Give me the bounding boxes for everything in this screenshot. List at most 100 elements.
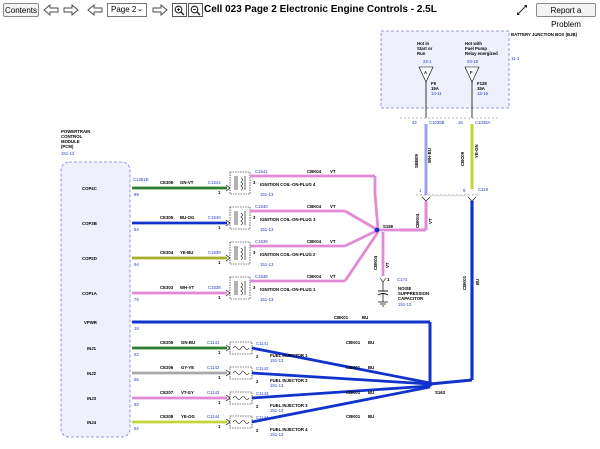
coil-box — [229, 276, 251, 300]
injector-wire-color: BU — [368, 365, 374, 370]
previous-page-icon[interactable] — [86, 2, 104, 18]
coil-connector: C1539 — [208, 250, 221, 255]
vpwr-wire-id: CBK01 — [334, 315, 349, 320]
injector-circuit-id: CE206 — [160, 365, 174, 370]
fuse-left-id: F9 — [431, 81, 437, 86]
pcm-pin-label: INJ1 — [87, 346, 97, 351]
injector-wire-id: CBK01 — [346, 365, 361, 370]
pcm-pin-number: 79 — [134, 297, 139, 302]
ignition-coil-4-circuit: CE306 GN-VT C1541 1 C1541 3 IGNITION COI… — [132, 169, 375, 197]
pcm-pin-label: COP1A — [82, 291, 97, 296]
capacitor-wire-circuit: CBK04 — [373, 255, 378, 270]
capacitor-connector: C174 — [397, 277, 408, 282]
next-page-icon[interactable] — [151, 2, 169, 18]
cbk01-bus-circuit: CBK01 — [462, 275, 467, 290]
injector-1-return — [251, 346, 431, 385]
zoom-in-icon[interactable] — [172, 3, 187, 17]
capacitor-symbol-icon — [377, 282, 389, 307]
fuse-left-letter: A — [424, 70, 427, 75]
fuel-injector-2-circuit: CE206 GY-YE C1142 1 C1142 2 FUEL INJECTO… — [132, 365, 431, 388]
report-problem-button[interactable]: Report a Problem — [536, 3, 596, 29]
injector-pin-out: 2 — [256, 404, 259, 409]
zoom-out-icon[interactable] — [188, 3, 203, 17]
pcm-ref: 151-12 — [61, 151, 75, 156]
fuse-right-pin: 23-19 — [467, 59, 479, 64]
injector-3-return — [251, 384, 431, 400]
coil-circuit-color: GN-VT — [180, 180, 194, 185]
coil-circuit-color: YE-BU — [180, 250, 193, 255]
injector-2-return — [251, 371, 431, 386]
coil-box — [229, 206, 251, 230]
pcm-title-3: MODULE — [61, 139, 80, 144]
page-select[interactable]: Page 2 ⌄ — [107, 3, 147, 17]
injector-symbol-icon — [232, 371, 250, 375]
pcm-pin-number: 54 — [134, 426, 139, 431]
injector-circuit-color: VT-GY — [181, 390, 194, 395]
c1035-left-pin: 42 — [412, 120, 417, 125]
ignition-coil-3-circuit: CE305 BU-OG C1540 1 C1540 3 IGNITION COI… — [132, 204, 345, 232]
coil-box — [229, 241, 251, 265]
injector-circuit-id: CE208 — [160, 414, 174, 419]
injector-pin-in: 1 — [218, 375, 221, 380]
coil-wire-color: VT — [330, 274, 336, 279]
coil-wire-color: VT — [330, 169, 336, 174]
pcm-pin-label: INJ2 — [87, 371, 97, 376]
coil-wire-id: CBK04 — [307, 204, 322, 209]
s163-to-bus — [429, 378, 473, 386]
injector-circuit-color: YE-OG — [181, 414, 196, 419]
coil-circuit-color: BU-OG — [180, 215, 195, 220]
c119-right-arrow — [467, 196, 477, 202]
coil-pin-out: 3 — [253, 250, 256, 255]
coil-name: IGNITION COIL-ON-PLUG 1 — [260, 287, 316, 292]
coil-circuit-id: CE303 — [160, 285, 174, 290]
coil-pin-out: 3 — [253, 180, 256, 185]
fuel-injector-1-circuit: CE205 GN-BU C1141 1 C1141 2 FUEL INJECTO… — [132, 340, 431, 385]
injector-symbol-icon — [232, 346, 250, 350]
injector-out-connector: C1141 — [256, 341, 269, 346]
pcm-pin-label: COP4C — [82, 186, 97, 191]
injector-name: FUEL INJECTOR 3 — [270, 403, 308, 408]
injector-pin-in: 1 — [218, 424, 221, 429]
capacitor-name-2: SUPPRESSION — [398, 291, 429, 296]
injector-wire-id: CBK01 — [346, 390, 361, 395]
coil-wire-color: VT — [330, 204, 336, 209]
fuse-left-desc-2: Start or — [417, 46, 433, 51]
coil-circuit-id: CE306 — [160, 180, 174, 185]
pcm-pin-label: VPWR — [84, 320, 98, 325]
contents-button[interactable]: Contents — [3, 3, 39, 17]
injector-circuit-color: GY-YE — [181, 365, 194, 370]
pcm-title-4: (PCM) — [61, 144, 74, 149]
cbk01-bus-color: BU — [475, 279, 480, 285]
c1035-right-pin: 16 — [458, 120, 463, 125]
coil-ref: 151-13 — [260, 297, 274, 302]
coil-pin-in: 1 — [218, 190, 221, 195]
fuse-left-amps: 15A — [431, 86, 439, 91]
coil-name: IGNITION COIL-ON-PLUG 4 — [260, 182, 316, 187]
pcm-pin-number: 89 — [134, 192, 139, 197]
coil-pin-in: 1 — [218, 295, 221, 300]
coil-pin-out: 3 — [253, 215, 256, 220]
pcm-pin-vpwr: VPWR 18 — [84, 320, 139, 331]
pcm-pin-inj1: INJ1 52 — [87, 346, 139, 357]
ignition-coil-2-circuit: CE304 YE-BU C1539 1 C1539 3 IGNITION COI… — [132, 239, 345, 267]
fuse-right-ref: 13-16 — [477, 91, 489, 96]
injector-pin-out: 2 — [256, 428, 259, 433]
injector-circuit-color: GN-BU — [181, 340, 195, 345]
pcm-pin-cop4c: COP4C 89 — [82, 186, 139, 197]
expand-icon[interactable] — [513, 2, 531, 18]
fuse-right-id: F128 — [477, 81, 487, 86]
page-select-value: Page 2 — [111, 5, 137, 14]
injector-out-connector: C1143 — [256, 391, 269, 396]
coil-symbol-icon — [234, 246, 246, 261]
c1035-left-conn: C1035B — [429, 120, 445, 125]
fuel-injector-3-circuit: CE207 VT-GY C1143 1 C1143 2 FUEL INJECTO… — [132, 384, 431, 413]
pcm-pin-inj3: INJ3 53 — [87, 396, 139, 407]
forward-arrow-icon[interactable] — [62, 2, 80, 18]
coil-out-connector: C1540 — [255, 204, 268, 209]
battery-junction-box: BATTERY JUNCTION BOX (BJB) 11-1 Hot in S… — [380, 30, 578, 109]
pcm-pin-inj4: INJ4 54 — [87, 420, 139, 431]
fuse-right-symbol — [464, 66, 480, 83]
pcm-pin-number: 53 — [134, 402, 139, 407]
injector-wire-color: BU — [368, 414, 374, 419]
back-arrow-icon[interactable] — [42, 2, 60, 18]
